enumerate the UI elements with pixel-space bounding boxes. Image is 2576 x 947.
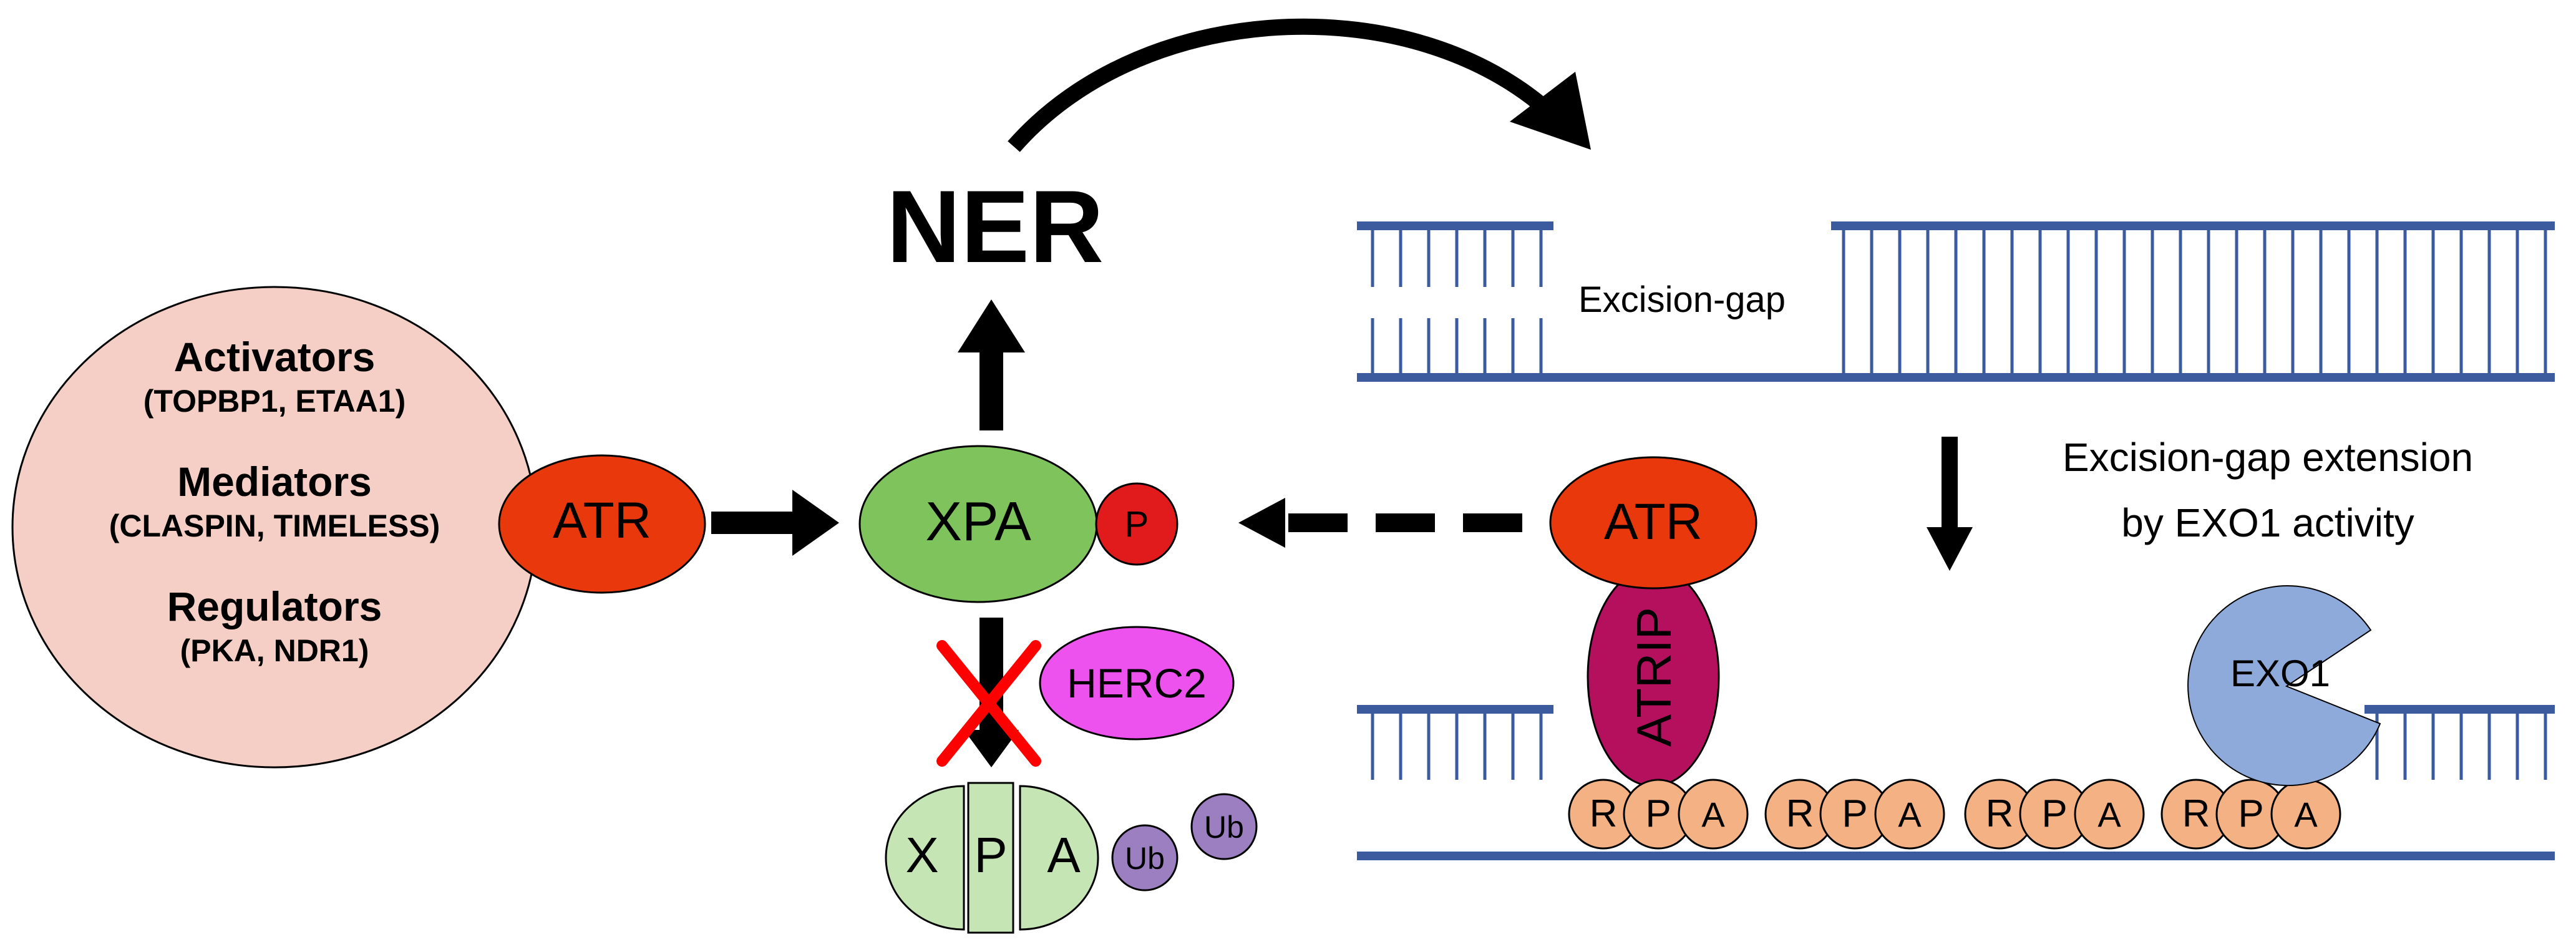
rpa-p-label: P xyxy=(2238,792,2263,835)
xpa-fragments: X P A xyxy=(885,782,1099,934)
rpa-bead xyxy=(2074,779,2145,850)
atr-right: ATR xyxy=(1549,456,1757,590)
blocked-cross-icon xyxy=(936,640,1041,767)
herc2: HERC2 xyxy=(1039,626,1235,741)
ner-to-dna-curved-arrow xyxy=(1008,18,1591,152)
dna-with-extended-gap xyxy=(1357,705,2555,860)
rpa-bead xyxy=(1874,779,1945,850)
rpa-r-label: R xyxy=(1986,792,2014,835)
rpa-r-label: R xyxy=(1590,792,1618,835)
rpa-p-label: P xyxy=(1645,792,1671,835)
rpa-bead xyxy=(1678,779,1749,850)
activators-title: Activators xyxy=(174,334,376,380)
atr-to-xpa-arrow xyxy=(711,490,839,556)
rpa-a-label: A xyxy=(1898,795,1922,834)
mediators-members: (CLASPIN, TIMELESS) xyxy=(109,508,440,543)
exo1: EXO1 xyxy=(2187,585,2381,787)
mediators-title: Mediators xyxy=(177,459,372,505)
xpa-phosphorylated: XPA P xyxy=(858,445,1179,603)
atrip-label: ATRIP xyxy=(1626,607,1681,747)
ubiquitin-1: Ub xyxy=(1125,841,1165,876)
rpa-p-label: P xyxy=(1842,792,1867,835)
exo1-label: EXO1 xyxy=(2230,653,2330,694)
extension-arrow xyxy=(1927,437,1973,571)
xpa-label: XPA xyxy=(925,490,1031,552)
fragment-p: P xyxy=(974,827,1007,883)
regulators-panel: Activators (TOPBP1, ETAA1) Mediators (CL… xyxy=(11,286,538,769)
activators-members: (TOPBP1, ETAA1) xyxy=(143,384,406,419)
xpa-to-ner-arrow xyxy=(958,299,1025,430)
atr-left: ATR xyxy=(498,454,706,594)
fragment-a: A xyxy=(1047,827,1081,883)
rpa-a-label: A xyxy=(1701,795,1725,834)
ubiquitin-chain: Ub Ub xyxy=(1111,793,1258,891)
ubiquitin-2: Ub xyxy=(1204,810,1244,845)
dna-with-excision-gap: Excision-gap xyxy=(1357,221,2555,382)
atr-right-label: ATR xyxy=(1604,493,1703,550)
rpa-r-label: R xyxy=(1786,792,1814,835)
atr-right-to-xpa-dashed-arrow xyxy=(1238,498,1532,548)
fragment-x: X xyxy=(905,827,938,883)
atrip: ATRIP xyxy=(1587,566,1720,787)
extension-label-line2: by EXO1 activity xyxy=(2121,500,2414,545)
phospho-label: P xyxy=(1125,504,1149,545)
extension-label-line1: Excision-gap extension xyxy=(2063,435,2473,480)
bottom-dna-base-ticks xyxy=(1371,714,2547,780)
herc2-label: HERC2 xyxy=(1067,660,1207,706)
rpa-a-label: A xyxy=(2097,795,2121,834)
atr-left-label: ATR xyxy=(553,492,651,549)
top-dna-base-ticks xyxy=(1371,230,2547,373)
rpa-p-label: P xyxy=(2041,792,2067,835)
rpa-r-label: R xyxy=(2182,792,2210,835)
excision-gap-label: Excision-gap xyxy=(1578,279,1786,320)
regulators-title: Regulators xyxy=(167,583,382,629)
ner-label: NER xyxy=(887,169,1104,284)
regulators-members: (PKA, NDR1) xyxy=(180,633,369,668)
rpa-a-label: A xyxy=(2294,795,2318,834)
